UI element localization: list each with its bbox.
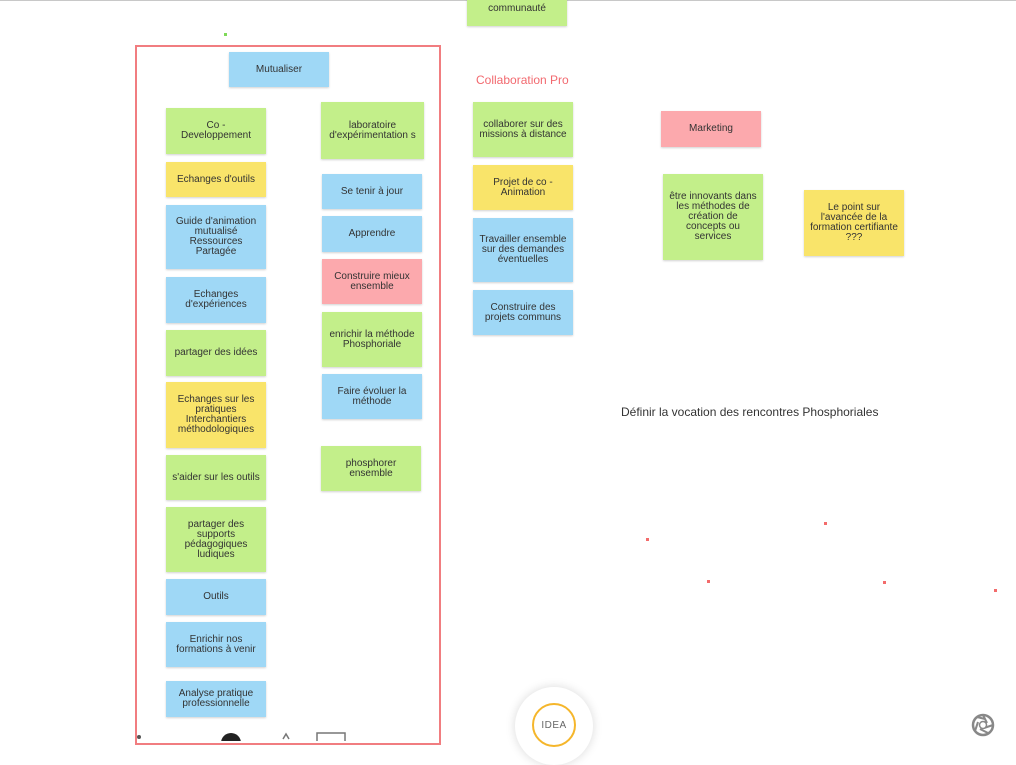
sticky-note-echanges-experiences[interactable]: Echanges d'expériences — [166, 277, 266, 323]
sticky-note-enrichir-formations[interactable]: Enrichir nos formations à venir — [166, 622, 266, 667]
sticky-note-enrichir-methode[interactable]: enrichir la méthode Phosphoriale — [322, 312, 422, 367]
sticky-note-communaute[interactable]: communauté — [467, 0, 567, 26]
sticky-note-construire-projets[interactable]: Construire des projets communs — [473, 290, 573, 335]
sticky-note-echanges-outils[interactable]: Echanges d'outils — [166, 162, 266, 197]
sticky-note-partager-idees[interactable]: partager des idées — [166, 330, 266, 376]
marker-dot — [994, 589, 997, 592]
sticky-note-phosphorer[interactable]: phosphorer ensemble — [321, 446, 421, 491]
sticky-note-mutualiser[interactable]: Mutualiser — [229, 52, 329, 87]
sticky-note-construire-mieux[interactable]: Construire mieux ensemble — [322, 259, 422, 304]
marker-dot — [707, 580, 710, 583]
sticky-note-echanges-pratiques[interactable]: Echanges sur les pratiques Interchantier… — [166, 382, 266, 448]
pen-tool-icon[interactable] — [134, 728, 144, 746]
idea-button[interactable]: IDEA — [515, 687, 593, 765]
sticky-note-outils[interactable]: Outils — [166, 579, 266, 615]
collaboration-pro-label: Collaboration Pro — [476, 73, 569, 87]
sticky-note-collaborer-missions[interactable]: collaborer sur des missions à distance — [473, 102, 573, 157]
color-picker-icon[interactable] — [220, 728, 242, 753]
marker-dot — [824, 522, 827, 525]
sticky-note-apprendre[interactable]: Apprendre — [322, 216, 422, 252]
sticky-note-co-developpement[interactable]: Co - Developpement — [166, 108, 266, 154]
sticky-note-marketing[interactable]: Marketing — [661, 111, 761, 147]
idea-button-label: IDEA — [532, 703, 576, 747]
sticky-note-analyse-pratique[interactable]: Analyse pratique professionnelle — [166, 681, 266, 717]
marker-dot — [224, 33, 227, 36]
sticky-note-se-tenir-a-jour[interactable]: Se tenir à jour — [322, 174, 422, 209]
sticky-note-aider-outils[interactable]: s'aider sur les outils — [166, 455, 266, 500]
sticky-note-laboratoire[interactable]: laboratoire d'expérimentation s — [321, 102, 424, 159]
sticky-note-travailler-ensemble[interactable]: Travailler ensemble sur des demandes éve… — [473, 218, 573, 282]
sticky-note-faire-evoluer[interactable]: Faire évoluer la méthode — [322, 374, 422, 419]
vocation-label: Définir la vocation des rencontres Phosp… — [621, 405, 879, 419]
marker-dot — [646, 538, 649, 541]
sticky-note-partager-supports[interactable]: partager des supports pédagogiques ludiq… — [166, 507, 266, 572]
shape-tool-icon[interactable] — [316, 728, 346, 746]
pointer-icon[interactable] — [281, 728, 291, 746]
sticky-note-projet-co-animation[interactable]: Projet de co - Animation — [473, 165, 573, 210]
shutter-icon[interactable] — [971, 713, 995, 737]
sticky-note-guide-animation[interactable]: Guide d'animation mutualisé Ressources P… — [166, 205, 266, 269]
marker-dot — [883, 581, 886, 584]
sticky-note-etre-innovants[interactable]: être innovants dans les méthodes de créa… — [663, 174, 763, 260]
sticky-note-point-formation[interactable]: Le point sur l'avancée de la formation c… — [804, 190, 904, 256]
